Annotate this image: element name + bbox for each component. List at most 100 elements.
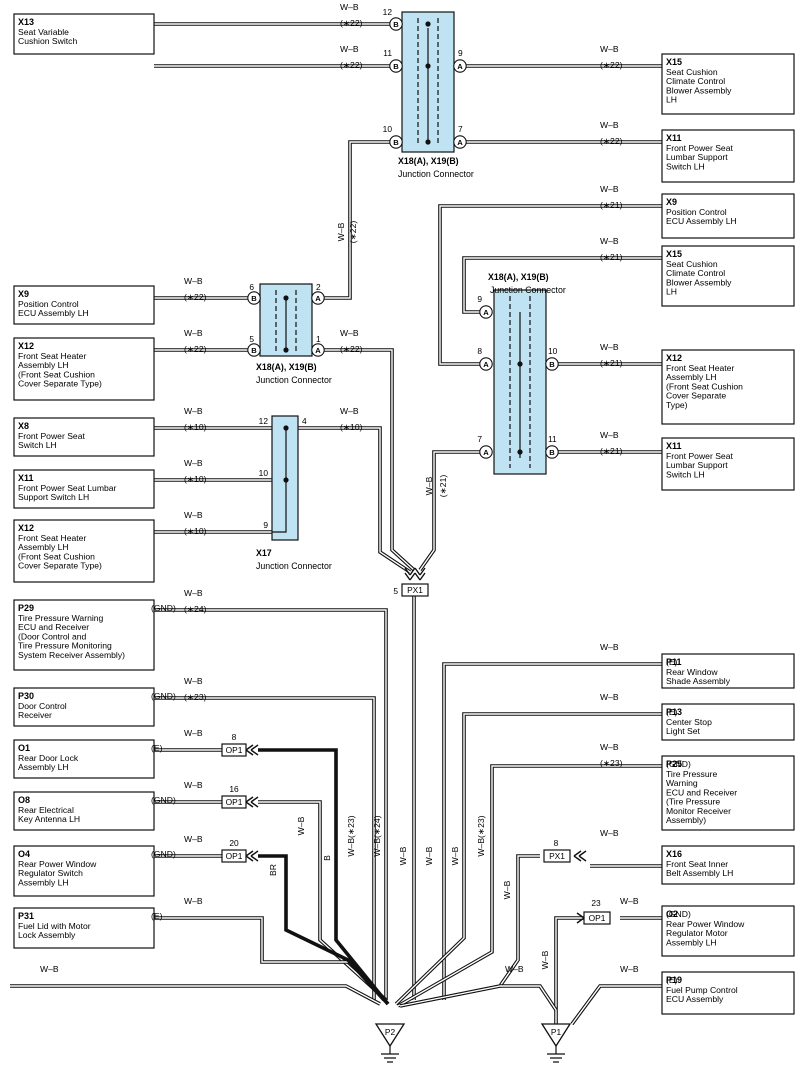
component-name-p29_left: Tire Pressure Monitoring	[18, 641, 112, 651]
vlabel-wb: W–B	[398, 846, 408, 865]
component-name-x12_r: Type)	[666, 400, 688, 410]
splice-dot	[283, 425, 289, 431]
component-name-x11_r2: Switch LH	[666, 469, 705, 479]
component-name-p25_r: Assembly)	[666, 815, 706, 825]
component-code-o8_left: O8	[18, 795, 30, 805]
component-box-p29_left	[13, 599, 155, 671]
pin-num: 7	[477, 434, 482, 444]
wire-note-label: (∗22)	[340, 344, 363, 354]
component-name-x12_left1: Cover Separate Type)	[18, 379, 102, 389]
pin-num: 10	[548, 346, 558, 356]
component-box-o4_left	[13, 845, 155, 897]
pin-num: 9	[477, 294, 482, 304]
pin-r-7	[479, 445, 493, 459]
junction-mid-title: X18(A), X19(B)	[256, 362, 317, 372]
wire-color-label: W–B	[600, 692, 619, 702]
wire-p13-core	[395, 713, 662, 1005]
component-name-p11_r: Shade Assembly	[666, 676, 731, 686]
component-name-x12_left2: (Front Seat Cushion	[18, 551, 95, 561]
component-box-x9_left	[13, 285, 155, 325]
arrow-down-icon	[404, 567, 416, 581]
wire-color-label: W–B	[600, 120, 619, 130]
component-name-x12_r: (Front Seat Cushion	[666, 381, 743, 391]
component-name-x12_r: Assembly LH	[666, 372, 717, 382]
splice-dot	[425, 139, 431, 145]
wire-color-label: W–B	[40, 964, 59, 974]
wire-note-label: (∗10)	[184, 474, 207, 484]
component-box-o1_left	[13, 739, 155, 779]
ground-p2-label: P2	[385, 1027, 396, 1037]
component-code-x12_r: X12	[666, 353, 682, 363]
component-code-p29_left: P29	[18, 603, 34, 613]
wire-color-label: W–B	[340, 406, 359, 416]
component-name-x15_r2: LH	[666, 287, 677, 297]
vlabel-wb: W–B	[424, 846, 434, 865]
connector-op1-8	[221, 743, 247, 757]
wire-color-label: W–B	[600, 184, 619, 194]
wire-color-label: W–B	[184, 276, 203, 286]
wire-color-label: W–B	[600, 342, 619, 352]
pin-r-10	[545, 357, 559, 371]
component-name-p29_left: Tire Pressure Warning	[18, 613, 104, 623]
component-name-o4_left: Regulator Switch	[18, 868, 83, 878]
connector-px1-right-label: PX1	[549, 851, 565, 861]
wire-note-label: (∗21)	[600, 358, 623, 368]
pin-num: 5	[393, 586, 398, 596]
pin-num: 23	[591, 898, 601, 908]
component-name-x15_r1: Climate Control	[666, 76, 725, 86]
component-name-o1_left: Assembly LH	[18, 762, 69, 772]
wire-p29-core	[154, 609, 387, 1000]
pin-num: 9	[263, 520, 268, 530]
component-name-x9_left: Position Control	[18, 299, 79, 309]
pin-num: 8	[477, 346, 482, 356]
wire-p19-core	[571, 985, 662, 1025]
wire-op1-23	[554, 916, 584, 1024]
component-code-x16_r: X16	[666, 849, 682, 859]
component-name-x12_r: Cover Separate	[666, 391, 726, 401]
component-name-p30_left: Door Control	[18, 701, 67, 711]
component-name-x11_left: Support Switch LH	[18, 492, 89, 502]
vlabel-note: (∗22)	[348, 221, 358, 244]
wire-top10-mid2-core	[312, 141, 394, 299]
wire-color-label: W–B	[620, 896, 639, 906]
component-code-x13_top: X13	[18, 17, 34, 27]
component-name-x16_r: Belt Assembly LH	[666, 868, 733, 878]
pin-top-12-letter: B	[393, 20, 399, 29]
component-name-x12_left2: Cover Separate Type)	[18, 561, 102, 571]
component-code-p25_r: P25	[666, 759, 682, 769]
splice-dot	[425, 63, 431, 69]
component-name-x13_top: Seat Variable	[18, 27, 69, 37]
wire-note-label: (∗10)	[184, 526, 207, 536]
component-name-p25_r: Tire Pressure	[666, 769, 717, 779]
component-name-x12_r: Front Seat Heater	[666, 363, 734, 373]
wire-color-label: W–B	[600, 742, 619, 752]
component-name-x15_r2: Climate Control	[666, 268, 725, 278]
wire-note-label: (∗24)	[184, 604, 207, 614]
component-name-o2_r: Assembly LH	[666, 937, 717, 947]
wire-p11-core	[443, 663, 662, 1000]
wires-layer	[10, 22, 662, 1026]
wire-p30-core	[154, 697, 375, 1000]
pin-r-9-letter: A	[483, 308, 489, 317]
wire-color-label: W–B	[600, 642, 619, 652]
ground-p1	[540, 1023, 572, 1048]
component-tag-o2_r: (GND)	[666, 909, 691, 919]
pin-num: 20	[229, 838, 239, 848]
pin-num: 16	[229, 784, 239, 794]
component-name-o1_left: Rear Door Lock	[18, 753, 79, 763]
pin-r-11-letter: B	[549, 448, 555, 457]
component-tag-p29_left: (GND)	[151, 603, 176, 613]
junction-x17-sub: Junction Connector	[256, 561, 332, 571]
component-code-p31_left: P31	[18, 911, 34, 921]
junction-top-dash	[417, 18, 439, 146]
wire-note-label: (∗22)	[600, 136, 623, 146]
pin-top-11-letter: B	[393, 62, 399, 71]
ground-p1-symbol	[547, 1046, 565, 1063]
component-tag-p13_r: (E)	[666, 707, 678, 717]
arrow-right-icon	[576, 912, 585, 924]
wire-note-label: (∗10)	[184, 422, 207, 432]
connector-px1-center-label: PX1	[407, 585, 423, 595]
pin-top-7-letter: A	[457, 138, 463, 147]
wire-color-label: W–B	[184, 588, 203, 598]
pin-top-9	[453, 59, 467, 73]
